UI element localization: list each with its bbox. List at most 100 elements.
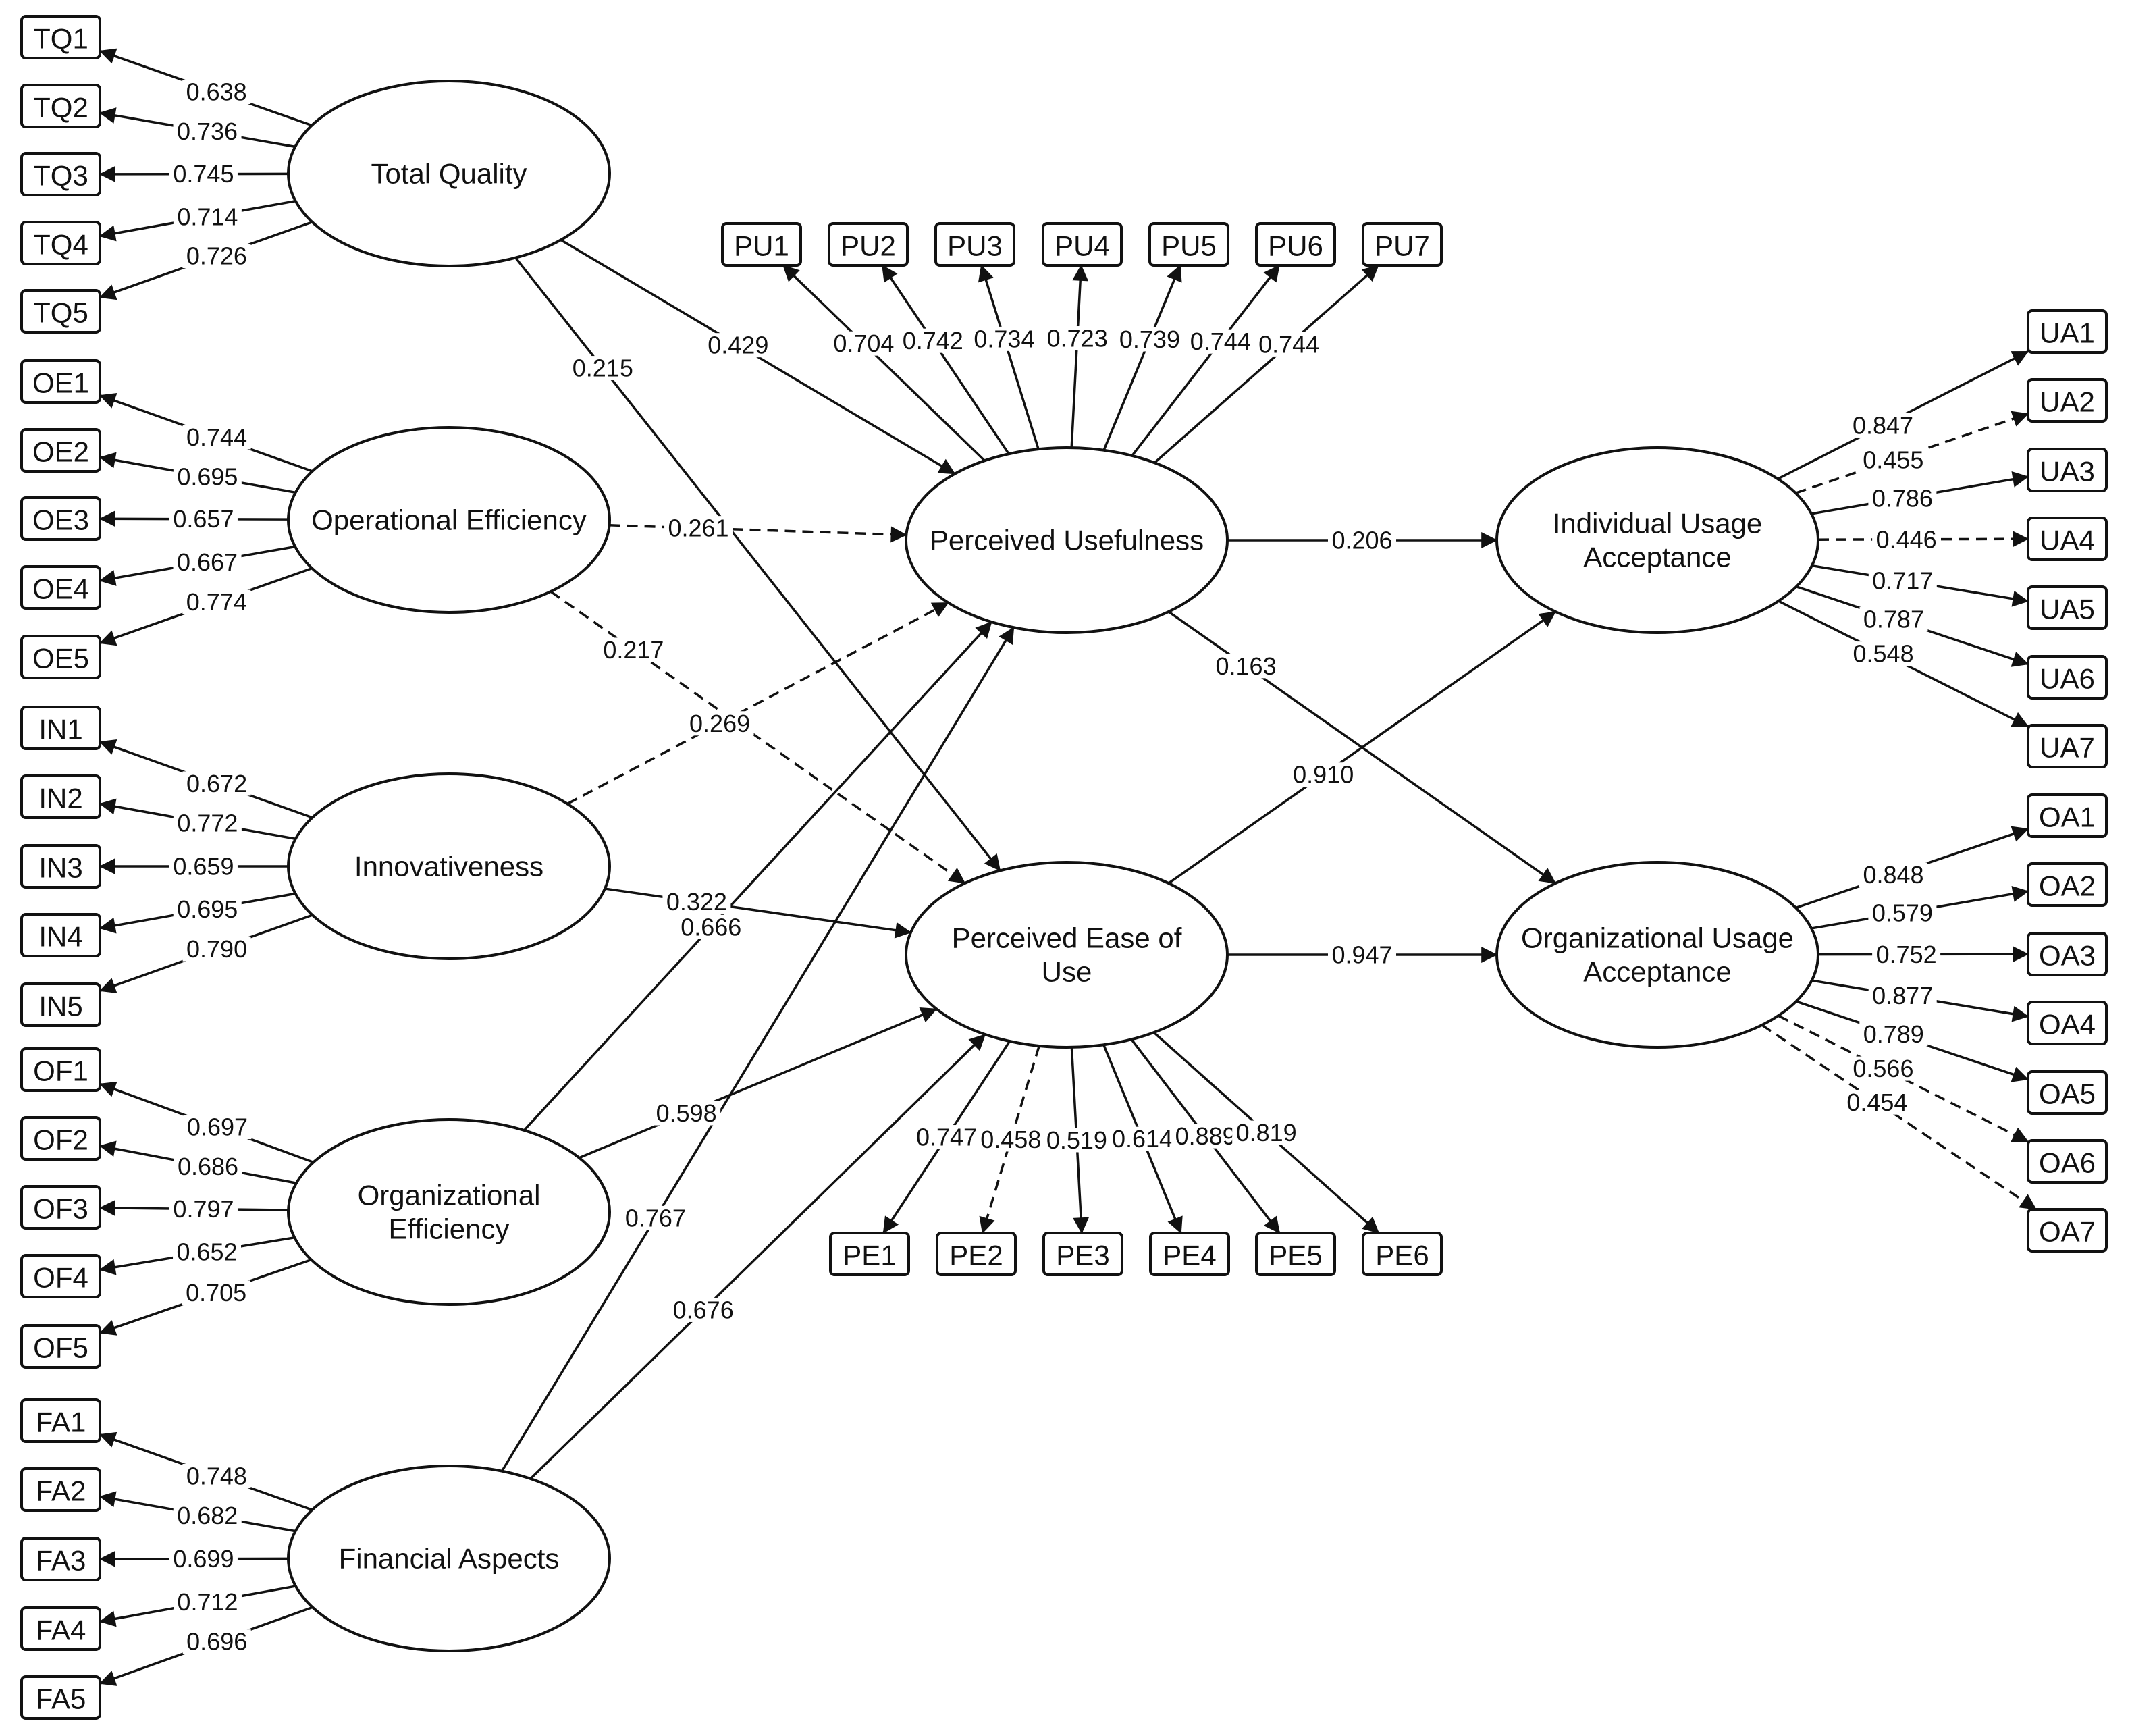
svg-text:0.910: 0.910	[1293, 761, 1354, 789]
indicator-oa7: OA7	[2027, 1208, 2108, 1253]
indicator-label: PE4	[1163, 1240, 1216, 1271]
path-coef-tq-pu: 0.429	[703, 332, 772, 359]
indicator-label: FA3	[36, 1545, 86, 1577]
svg-text:0.772: 0.772	[177, 809, 238, 837]
loading-label-in3: 0.659	[169, 853, 238, 880]
indicator-in5: IN5	[20, 982, 101, 1027]
indicator-oa4: OA4	[2027, 1001, 2108, 1045]
path-coef-in-pu: 0.269	[685, 710, 754, 737]
indicator-tq5: TQ5	[20, 289, 101, 334]
loading-label-tq1: 0.638	[182, 78, 251, 106]
loading-label-pu6: 0.744	[1186, 327, 1255, 355]
indicator-label: OF4	[33, 1262, 88, 1294]
latent-label-fa: Financial Aspects	[339, 1543, 560, 1575]
indicator-label: UA6	[2040, 663, 2095, 695]
svg-text:0.697: 0.697	[187, 1113, 248, 1141]
loading-label-ua3: 0.786	[1868, 484, 1937, 512]
svg-text:0.657: 0.657	[173, 505, 234, 533]
latent-oe: Operational Efficiency	[287, 426, 611, 614]
latent-in: Innovativeness	[287, 772, 611, 960]
loading-label-fa3: 0.699	[169, 1545, 238, 1573]
svg-text:0.767: 0.767	[625, 1204, 686, 1232]
path-coef-in-pe: 0.322	[662, 888, 731, 916]
loading-label-ua4: 0.446	[1872, 525, 1941, 553]
indicator-label: PU3	[947, 230, 1003, 262]
loading-label-oe3: 0.657	[169, 505, 238, 533]
svg-text:0.774: 0.774	[186, 588, 247, 616]
svg-text:0.747: 0.747	[916, 1124, 977, 1151]
indicator-label: OA4	[2039, 1009, 2096, 1041]
svg-text:0.819: 0.819	[1236, 1119, 1297, 1147]
latent-fa: Financial Aspects	[287, 1465, 611, 1652]
svg-text:0.446: 0.446	[1876, 525, 1937, 553]
loading-label-pe2: 0.458	[976, 1126, 1045, 1153]
indicator-label: OE2	[32, 436, 89, 468]
indicator-label: FA4	[36, 1614, 86, 1646]
latent-label-pu: Perceived Usefulness	[930, 525, 1204, 556]
loading-arrow-pu7	[1153, 264, 1379, 464]
loading-arrow-pu6	[1131, 264, 1281, 456]
svg-text:0.206: 0.206	[1331, 527, 1392, 554]
latent-label-oa: Organizational Usage	[1521, 922, 1794, 954]
svg-text:0.215: 0.215	[573, 354, 633, 382]
indicator-ua3: UA3	[2027, 448, 2108, 492]
indicator-pe6: PE6	[1362, 1232, 1443, 1276]
path-coef-oe-pe: 0.217	[599, 636, 668, 664]
indicator-label: IN5	[38, 991, 82, 1022]
loading-arrow-pu2	[881, 265, 1010, 455]
latent-label-pe: Use	[1042, 956, 1092, 988]
indicator-label: OA7	[2039, 1216, 2096, 1248]
latent-label-of: Efficiency	[389, 1213, 510, 1245]
indicator-label: TQ2	[33, 92, 88, 124]
indicator-in4: IN4	[20, 913, 101, 957]
svg-text:0.847: 0.847	[1853, 411, 1913, 439]
latent-label-tq: Total Quality	[371, 158, 527, 190]
svg-text:0.659: 0.659	[173, 853, 234, 880]
path-coef-of-pu: 0.666	[676, 913, 745, 941]
loading-label-pu4: 0.723	[1043, 325, 1112, 352]
loading-label-pe5: 0.889	[1171, 1122, 1240, 1150]
indicator-tq1: TQ1	[20, 15, 101, 59]
svg-text:0.726: 0.726	[186, 242, 247, 270]
indicator-label: TQ5	[33, 297, 88, 329]
loading-label-of2: 0.686	[174, 1153, 242, 1180]
indicator-label: PU4	[1055, 230, 1110, 262]
indicator-label: PU5	[1161, 230, 1217, 262]
indicator-label: PE6	[1375, 1240, 1429, 1271]
indicator-fa2: FA2	[20, 1467, 101, 1512]
svg-text:0.519: 0.519	[1046, 1126, 1107, 1154]
latent-label-of: Organizational	[358, 1180, 541, 1211]
loading-arrow-oa7	[1761, 1024, 2037, 1211]
indicator-label: TQ1	[33, 23, 88, 55]
loading-label-fa2: 0.682	[173, 1502, 242, 1529]
svg-text:0.745: 0.745	[173, 160, 234, 188]
svg-text:0.752: 0.752	[1876, 941, 1937, 968]
loading-label-ua7: 0.548	[1849, 640, 1918, 668]
svg-text:0.744: 0.744	[1258, 330, 1319, 358]
indicator-pe4: PE4	[1149, 1232, 1230, 1276]
path-arrow-oe-pe	[550, 590, 966, 885]
indicator-ua5: UA5	[2027, 585, 2108, 630]
indicator-label: TQ4	[33, 229, 88, 261]
loading-label-of4: 0.652	[173, 1238, 242, 1266]
loading-label-pe6: 0.819	[1232, 1119, 1301, 1147]
svg-text:0.797: 0.797	[173, 1195, 234, 1223]
indicator-of3: OF3	[20, 1185, 101, 1230]
path-arrow-pe-ua	[1167, 610, 1557, 885]
loading-label-oa2: 0.579	[1868, 899, 1937, 926]
loading-label-in5: 0.790	[182, 935, 251, 963]
latent-tq: Total Quality	[287, 80, 611, 267]
svg-text:0.748: 0.748	[186, 1462, 247, 1490]
indicator-of4: OF4	[20, 1254, 101, 1298]
svg-text:0.667: 0.667	[177, 548, 238, 576]
indicator-label: UA3	[2040, 456, 2095, 488]
latent-label-ua: Acceptance	[1583, 542, 1731, 573]
loading-label-tq3: 0.745	[169, 160, 238, 188]
indicator-label: PE2	[949, 1240, 1003, 1271]
indicator-tq2: TQ2	[20, 84, 101, 128]
svg-text:0.566: 0.566	[1853, 1055, 1913, 1082]
